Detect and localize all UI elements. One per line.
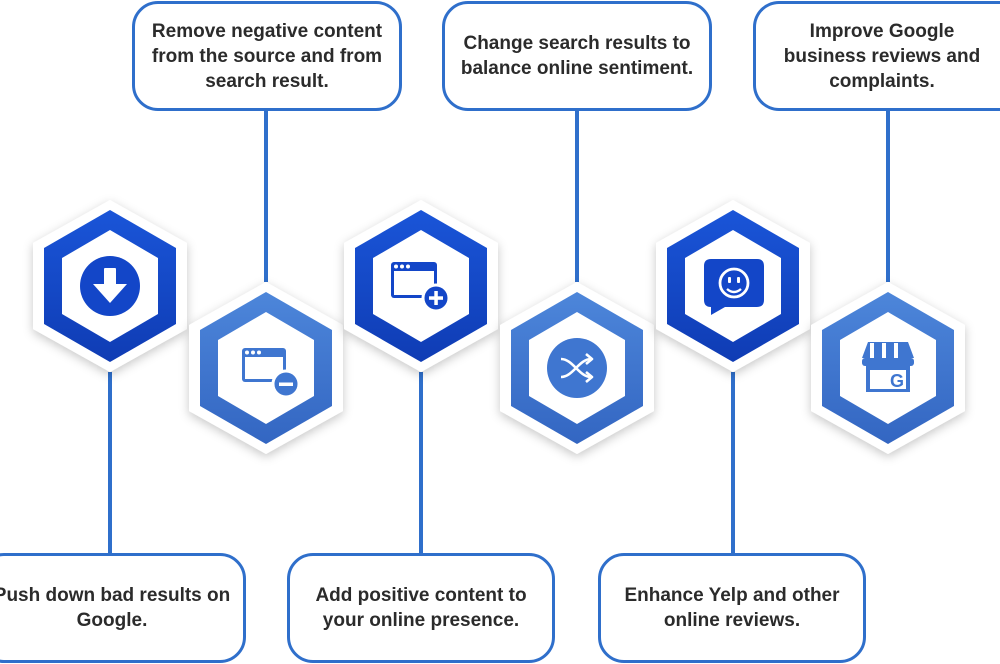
step-hexagon-5 xyxy=(656,200,810,372)
step-label-3: Add positive content to your online pres… xyxy=(287,553,555,663)
step-hexagon-1 xyxy=(33,200,187,372)
google-store-icon: G xyxy=(862,342,914,392)
browser-minus-icon xyxy=(242,348,301,399)
step-label-6: Improve Google business reviews and comp… xyxy=(753,1,1000,111)
step-text: Improve Google business reviews and comp… xyxy=(783,20,981,92)
browser-plus-icon xyxy=(391,262,451,313)
step-hexagon-4 xyxy=(500,282,654,454)
step-text: Enhance Yelp and other online reviews. xyxy=(624,585,840,631)
svg-text:G: G xyxy=(890,371,904,391)
step-text: Push down bad results on Google. xyxy=(0,585,231,631)
download-arrow-icon xyxy=(80,256,140,316)
step-text: Add positive content to your online pres… xyxy=(315,585,527,631)
step-hexagon-2 xyxy=(189,282,343,454)
step-hexagon-3 xyxy=(344,200,498,372)
step-hexagon-6: G xyxy=(811,282,965,454)
step-label-5: Enhance Yelp and other online reviews. xyxy=(598,553,866,663)
step-label-1: Push down bad results on Google. xyxy=(0,553,246,663)
step-label-4: Change search results to balance online … xyxy=(442,1,712,111)
smiley-chat-icon xyxy=(704,259,764,315)
step-label-2: Remove negative content from the source … xyxy=(132,1,402,111)
shuffle-icon xyxy=(547,338,607,398)
step-text: Change search results to balance online … xyxy=(460,33,694,79)
step-text: Remove negative content from the source … xyxy=(151,20,383,92)
